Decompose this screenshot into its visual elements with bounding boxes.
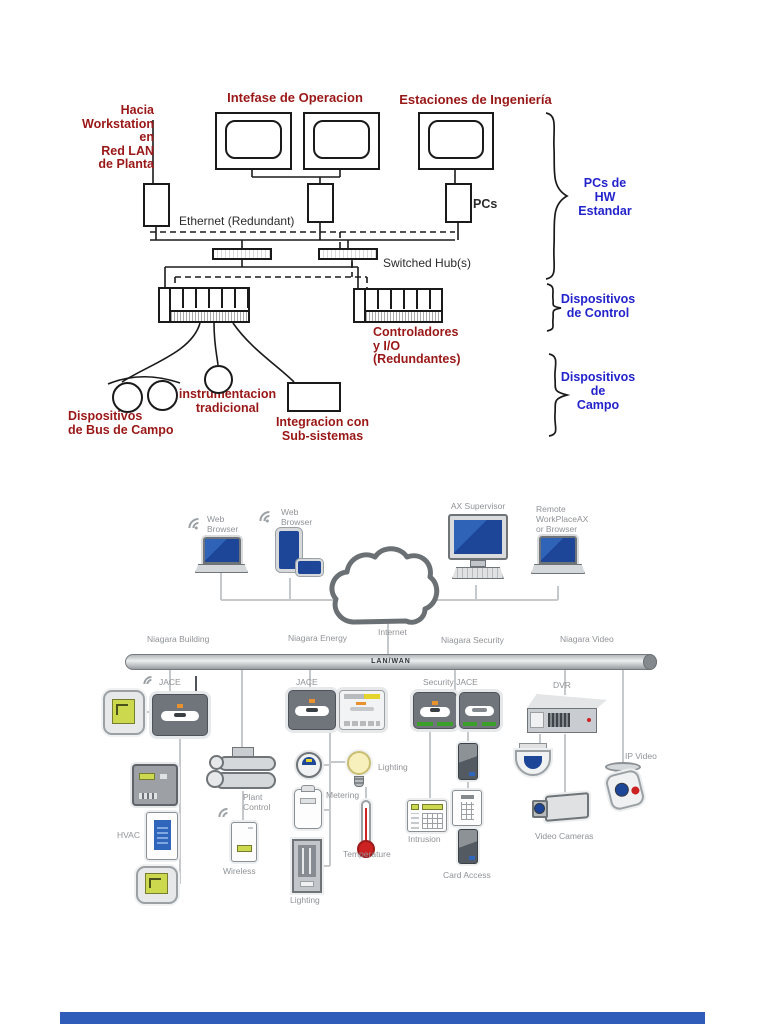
label-jace-left: JACE	[159, 677, 181, 687]
wireless-device-icon	[231, 822, 257, 862]
label-interfase-operacion: Intefase de Operacion	[227, 90, 363, 105]
card-reader-icon	[458, 743, 478, 780]
laptop-base	[531, 564, 585, 574]
tablet-icon	[275, 527, 303, 573]
label-jace-mid: JACE	[296, 677, 318, 687]
lightbulb-icon	[347, 751, 371, 775]
thermostat-icon	[136, 866, 178, 904]
security-jace-module-icon	[459, 692, 500, 729]
fieldbus-device-icon	[147, 380, 178, 411]
subsystem-box-icon	[287, 382, 341, 412]
controller-rack-icon	[353, 288, 443, 323]
thermometer-bulb	[357, 840, 375, 858]
label-brace-campo: Dispositivos de Campo	[560, 370, 636, 412]
label-ax-supervisor: AX Supervisor	[450, 501, 506, 511]
thermostat-icon	[103, 690, 145, 735]
label-web-browser-2: Web Browser	[281, 507, 313, 528]
label-remote-workplace: Remote WorkPlaceAX or Browser	[536, 504, 589, 535]
tower-pc-icon	[307, 183, 334, 223]
monitor-icon	[303, 112, 380, 170]
label-internet: Internet	[378, 627, 407, 637]
security-jace-icon	[413, 692, 457, 729]
label-controladores: Controladores y I/O (Redundantes)	[373, 325, 461, 366]
monitor-icon	[215, 112, 292, 170]
monitor-icon	[418, 112, 494, 170]
label-instrumentacion: instrumentacion tradicional	[178, 387, 277, 415]
label-lighting-bottom: Lighting	[290, 895, 320, 905]
pipe-end-cap	[643, 654, 657, 670]
switched-hub-icon	[212, 248, 272, 260]
laptop-base	[195, 564, 248, 573]
controller-rack-icon	[158, 287, 250, 323]
camera-lens	[534, 803, 545, 814]
label-metering: Metering	[326, 790, 360, 800]
label-hacia-workstation: Hacia Workstation en Red LAN de Planta	[82, 103, 154, 171]
jace-expansion-icon	[339, 690, 385, 730]
intrusion-keypad-icon	[407, 800, 447, 832]
label-switched-hub: Switched Hub(s)	[383, 256, 472, 270]
smartphone-icon	[295, 558, 324, 577]
label-hvac: HVAC	[117, 830, 140, 840]
footer-bar	[60, 1012, 705, 1024]
label-video-cameras: Video Cameras	[535, 831, 594, 841]
label-plant-control: Plant Control	[243, 792, 271, 813]
label-intrusion: Intrusion	[408, 834, 441, 844]
label-card-access: Card Access	[443, 870, 491, 880]
label-wireless: Wireless	[223, 866, 256, 876]
label-niagara-security: Niagara Security	[441, 635, 504, 645]
access-keypad-icon	[452, 790, 482, 826]
utility-meter-icon	[294, 785, 322, 829]
chiller-end-cap	[206, 770, 224, 788]
switched-hub-icon	[318, 248, 378, 260]
desktop-monitor-icon	[448, 514, 508, 560]
label-web-browser-1: Web Browser	[207, 514, 239, 535]
jace-controller-icon	[288, 690, 336, 730]
label-niagara-building: Niagara Building	[147, 634, 210, 644]
laptop-icon	[539, 536, 577, 564]
bulb-base	[354, 776, 364, 787]
monitor-stand	[470, 560, 486, 567]
instrument-icon	[204, 365, 233, 394]
label-lighting-top: Lighting	[378, 762, 408, 772]
label-estaciones-ingenieria: Estaciones de Ingeniería	[399, 92, 552, 107]
label-ip-video: IP Video	[625, 751, 657, 761]
lighting-panel-icon	[292, 839, 322, 893]
antenna-icon	[195, 676, 197, 694]
laptop-icon	[203, 537, 241, 564]
dvr-icon	[527, 708, 597, 733]
box-camera-icon	[545, 792, 589, 822]
network-backbone-pipe: LAN/WAN	[125, 654, 657, 670]
label-ethernet: Ethernet (Redundant)	[179, 214, 295, 228]
label-pcs: PCs	[473, 197, 498, 211]
label-brace-pcs-hw: PCs de HW Estandar	[578, 176, 632, 218]
round-meter-icon	[296, 752, 322, 778]
label-brace-control: Dispositivos de Control	[560, 292, 636, 320]
operator-panel-icon	[146, 812, 178, 860]
pipe-label: LAN/WAN	[371, 658, 411, 665]
label-temperature: Temperature	[343, 849, 391, 859]
tower-pc-icon	[143, 183, 170, 227]
label-dvr: DVR	[553, 680, 571, 690]
card-reader-icon	[458, 829, 478, 864]
label-integracion: Integracion con Sub-sistemas	[275, 415, 370, 443]
tower-pc-icon	[445, 183, 472, 223]
chiller-end-cap	[209, 755, 224, 770]
jace-controller-icon	[152, 694, 208, 736]
chiller-icon	[218, 756, 276, 771]
label-niagara-video: Niagara Video	[560, 634, 614, 644]
label-niagara-energy: Niagara Energy	[288, 633, 348, 643]
hvac-controller-icon	[132, 764, 178, 806]
keyboard-icon	[452, 567, 504, 579]
label-security-jace: Security JACE	[423, 677, 478, 687]
fieldbus-device-icon	[112, 382, 143, 413]
ptz-mount	[605, 762, 641, 772]
